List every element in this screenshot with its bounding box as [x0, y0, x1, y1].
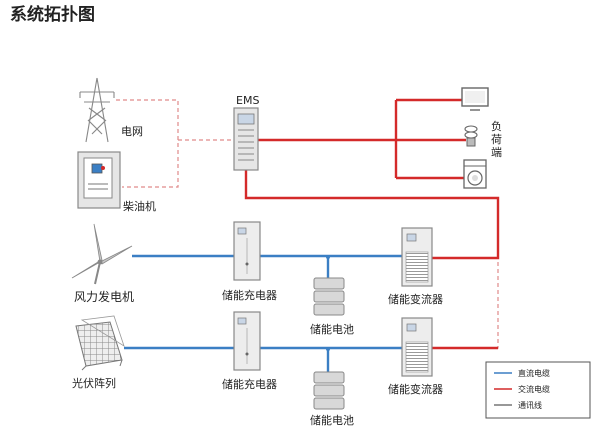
load-label-1: 负	[491, 119, 502, 133]
ac-ems-down	[244, 170, 500, 260]
page-title: 系统拓扑图	[10, 4, 95, 25]
battery-1-label: 储能电池	[310, 322, 354, 336]
dc-lines	[124, 254, 402, 372]
transmission-tower-icon	[79, 77, 115, 143]
load-label-3: 端	[491, 146, 502, 159]
grid-label: 电网	[121, 125, 143, 138]
converter-2-label: 储能变流器	[388, 382, 443, 396]
energy-storage-converter-1	[401, 227, 433, 287]
battery-stack-2	[313, 347, 345, 410]
tv-icon	[461, 87, 489, 111]
solar-panel-icon	[75, 315, 125, 371]
washing-machine-icon	[463, 159, 487, 189]
energy-storage-charger-2	[233, 311, 261, 371]
battery-2-label: 储能电池	[310, 413, 354, 427]
ems-cabinet	[233, 107, 259, 171]
light-bulb-icon	[464, 125, 478, 147]
legend-comm: 通讯线	[518, 400, 542, 410]
wind-label: 风力发电机	[74, 289, 134, 304]
diesel-generator	[77, 151, 121, 209]
comm-lines	[116, 99, 499, 349]
converter-1-label: 储能变流器	[388, 292, 443, 306]
battery-stack-1	[313, 255, 345, 316]
load-label-2: 荷	[491, 133, 502, 146]
charger-1-label: 储能充电器	[222, 288, 277, 302]
energy-storage-charger-1	[233, 221, 261, 281]
legend-ac: 交流电缆	[518, 384, 550, 394]
ac-lines	[244, 98, 500, 260]
comm-line-grid-ems	[116, 99, 179, 188]
energy-storage-converter-2	[401, 317, 433, 377]
charger-2-label: 储能充电器	[222, 377, 277, 391]
diesel-label: 柴油机	[123, 199, 156, 213]
legend-dc: 直流电缆	[518, 368, 550, 378]
wind-turbine-icon	[71, 223, 133, 285]
ems-label: EMS	[236, 94, 259, 107]
pv-label: 光伏阵列	[72, 376, 116, 390]
legend: 直流电缆 交流电缆 通讯线	[485, 361, 591, 419]
